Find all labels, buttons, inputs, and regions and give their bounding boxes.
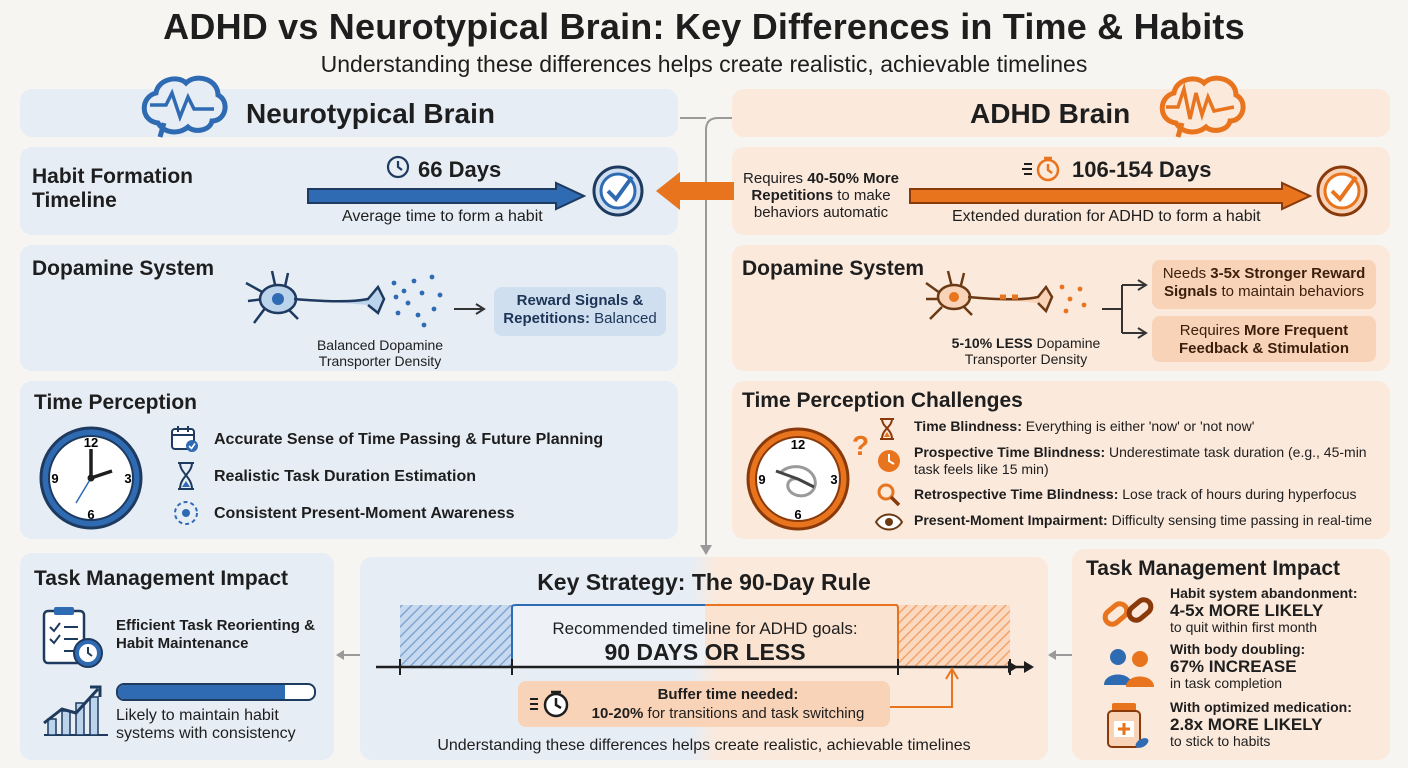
neurotypical-header: Neurotypical Brain bbox=[20, 75, 678, 138]
calendar-icon bbox=[171, 426, 198, 452]
neurotypical-heading: Neurotypical Brain bbox=[246, 98, 495, 129]
stopwatch-icon-buffer bbox=[530, 690, 569, 718]
adhd-habit-caption: Extended duration for ADHD to form a hab… bbox=[952, 208, 1261, 225]
svg-text:12: 12 bbox=[84, 435, 98, 450]
svg-text:6: 6 bbox=[794, 507, 801, 522]
adhd-time-item-1: Time Blindness: Everything is either 'no… bbox=[914, 418, 1255, 434]
focus-target-icon bbox=[174, 501, 198, 525]
stat-3-label: With optimized medication: bbox=[1170, 699, 1352, 715]
page-subtitle: Understanding these differences helps cr… bbox=[320, 51, 1088, 77]
stat-1-note: to quit within first month bbox=[1170, 619, 1318, 635]
brain-icon-adhd bbox=[1159, 75, 1246, 138]
neuron-icon bbox=[245, 270, 443, 328]
adhd-heading: ADHD Brain bbox=[970, 98, 1131, 129]
adhd-time-item-2: Prospective Time Blindness: Underestimat… bbox=[914, 444, 1367, 477]
timeline-graphic bbox=[376, 604, 1034, 708]
nt-dopamine-title: Dopamine System bbox=[32, 257, 215, 280]
analog-clock-icon: 12 3 6 9 bbox=[39, 426, 143, 530]
stat-3-note: to stick to habits bbox=[1170, 733, 1271, 749]
adhd-habit-days: 106-154 Days bbox=[1072, 157, 1212, 182]
nt-habit-panel: Habit Formation Timeline 66 Days Average… bbox=[20, 147, 678, 235]
strategy-title: Key Strategy: The 90-Day Rule bbox=[537, 569, 871, 595]
people-icon bbox=[1104, 649, 1154, 687]
branch-arrows-icon bbox=[1102, 279, 1148, 339]
svg-text:12: 12 bbox=[791, 437, 805, 452]
nt-efficient-text: Efficient Task Reorienting & Habit Maint… bbox=[116, 617, 315, 652]
stat-3-value: 2.8x MORE LIKELY bbox=[1170, 715, 1323, 734]
habit-formation-title: Habit Formation Timeline bbox=[32, 165, 193, 212]
svg-text:9: 9 bbox=[758, 472, 765, 487]
nt-reward-pill: Reward Signals & Repetitions: Balanced bbox=[494, 287, 666, 336]
nt-neuron-caption: Balanced Dopamine Transporter Density bbox=[316, 337, 444, 369]
brain-icon bbox=[141, 75, 228, 138]
arrow-right-icon bbox=[454, 303, 486, 315]
neuron-icon-adhd bbox=[925, 270, 1087, 320]
nt-likely-text: Likely to maintain habit systems with co… bbox=[116, 707, 296, 742]
comparison-arrow bbox=[656, 172, 734, 210]
nt-time-item-2: Realistic Task Duration Estimation bbox=[214, 468, 476, 485]
timer-icon bbox=[878, 450, 900, 472]
magnifier-icon bbox=[877, 483, 901, 507]
page-title: ADHD vs Neurotypical Brain: Key Differen… bbox=[163, 6, 1245, 47]
nt-task-title: Task Management Impact bbox=[34, 567, 289, 590]
nt-dopamine-panel: Dopamine System Balanced Dopamine Transp… bbox=[20, 245, 678, 371]
strategy-footer: Understanding these differences helps cr… bbox=[437, 737, 971, 754]
key-strategy-panel: Key Strategy: The 90-Day Rule Recommende… bbox=[360, 557, 1048, 760]
adhd-time-item-4: Present-Moment Impairment: Difficulty se… bbox=[914, 512, 1372, 528]
nt-time-title: Time Perception bbox=[34, 391, 197, 414]
habit-maintenance-progress bbox=[116, 683, 316, 701]
broken-chain-icon bbox=[1102, 597, 1154, 627]
adhd-habit-arrow bbox=[909, 181, 1313, 211]
eye-icon bbox=[874, 513, 904, 531]
nt-task-panel: Task Management Impact Efficient Task Re… bbox=[20, 553, 334, 760]
recommended-label: Recommended timeline for ADHD goals: bbox=[552, 619, 858, 638]
buffer-box: Buffer time needed: 10-20% for transitio… bbox=[518, 681, 890, 727]
clipboard-icon bbox=[42, 607, 103, 668]
adhd-task-title: Task Management Impact bbox=[1086, 557, 1341, 580]
stopwatch-icon bbox=[1022, 156, 1060, 182]
adhd-header: ADHD Brain bbox=[732, 75, 1390, 138]
svg-text:3: 3 bbox=[830, 472, 837, 487]
stat-1-label: Habit system abandonment: bbox=[1170, 585, 1358, 601]
adhd-feedback-pill: Requires More Frequent Feedback & Stimul… bbox=[1152, 316, 1376, 362]
adhd-dopamine-panel: Dopamine System 5-10% LESS Dopamine Tran… bbox=[732, 245, 1390, 371]
adhd-neuron-caption: 5-10% LESS Dopamine Transporter Density bbox=[951, 335, 1101, 367]
stat-2-label: With body doubling: bbox=[1170, 641, 1306, 657]
svg-text:6: 6 bbox=[87, 507, 94, 522]
adhd-task-panel: Task Management Impact Habit system aban… bbox=[1072, 549, 1390, 760]
buffer-title: Buffer time needed: bbox=[657, 686, 799, 703]
nt-time-item-3: Consistent Present-Moment Awareness bbox=[214, 505, 515, 522]
nt-time-panel: Time Perception 12 3 6 9 Accurate Sense … bbox=[20, 381, 678, 539]
check-circle-icon bbox=[592, 165, 644, 217]
svg-text:?: ? bbox=[852, 430, 869, 461]
adhd-dopamine-title: Dopamine System bbox=[742, 257, 925, 280]
adhd-needs-pill: Needs 3-5x Stronger Reward Signals to ma… bbox=[1152, 260, 1376, 309]
stat-2-note: in task completion bbox=[1170, 675, 1283, 691]
buffer-text: 10-20% for transitions and task switchin… bbox=[591, 705, 865, 722]
medication-bottle-icon bbox=[1107, 703, 1149, 748]
distorted-clock-icon: 12 3 6 9 ? bbox=[746, 427, 869, 531]
nt-habit-days: 66 Days bbox=[418, 157, 502, 182]
adhd-time-title: Time Perception Challenges bbox=[742, 389, 1023, 412]
svg-text:3: 3 bbox=[124, 471, 131, 486]
adhd-habit-panel: 106-154 Days Extended duration for ADHD … bbox=[732, 147, 1390, 235]
nt-time-item-1: Accurate Sense of Time Passing & Future … bbox=[214, 431, 604, 448]
hourglass-icon bbox=[178, 462, 194, 490]
clock-icon bbox=[386, 155, 410, 179]
check-circle-icon-adhd bbox=[1316, 165, 1368, 217]
stat-1-value: 4-5x MORE LIKELY bbox=[1170, 601, 1324, 620]
growth-chart-icon bbox=[43, 685, 108, 736]
adhd-time-item-3: Retrospective Time Blindness: Lose track… bbox=[914, 486, 1357, 502]
nt-habit-arrow bbox=[307, 181, 587, 211]
svg-text:9: 9 bbox=[51, 471, 58, 486]
adhd-time-panel: Time Perception Challenges 12 3 6 9 ? Ti… bbox=[732, 381, 1390, 539]
stat-2-value: 67% INCREASE bbox=[1170, 657, 1297, 676]
adhd-repetitions-text: Requires 40-50% More Repetitions to make… bbox=[743, 170, 899, 221]
recommended-value: 90 DAYS OR LESS bbox=[604, 639, 806, 665]
progress-fill bbox=[118, 685, 285, 699]
hourglass-icon-adhd bbox=[880, 418, 894, 440]
nt-habit-caption: Average time to form a habit bbox=[342, 208, 543, 225]
